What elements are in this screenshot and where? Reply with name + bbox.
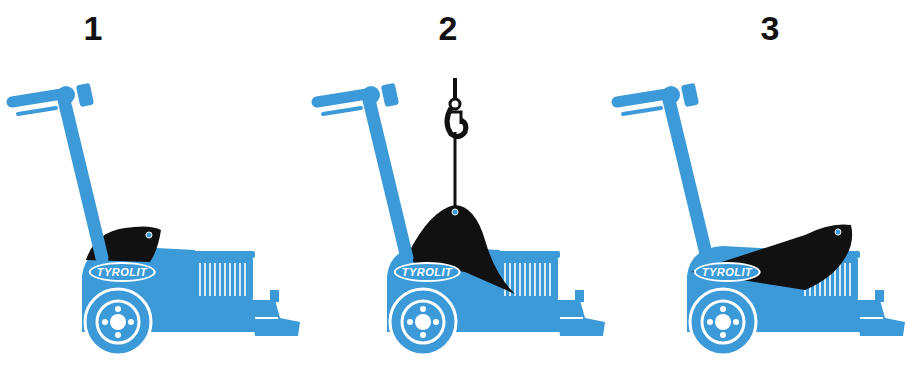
brand-logo: TYROLIT — [694, 262, 761, 282]
machine-frame-3 — [617, 83, 905, 355]
step-number: 2 — [439, 9, 458, 48]
step-number: 1 — [84, 9, 103, 48]
machine-frame-2 — [317, 78, 605, 355]
crane-hook — [447, 78, 466, 206]
step-number: 3 — [761, 9, 780, 48]
machine-frame-1 — [12, 83, 300, 355]
brand-logo: TYROLIT — [89, 262, 156, 282]
brand-logo: TYROLIT — [394, 262, 461, 282]
cover-tilted — [691, 224, 852, 290]
